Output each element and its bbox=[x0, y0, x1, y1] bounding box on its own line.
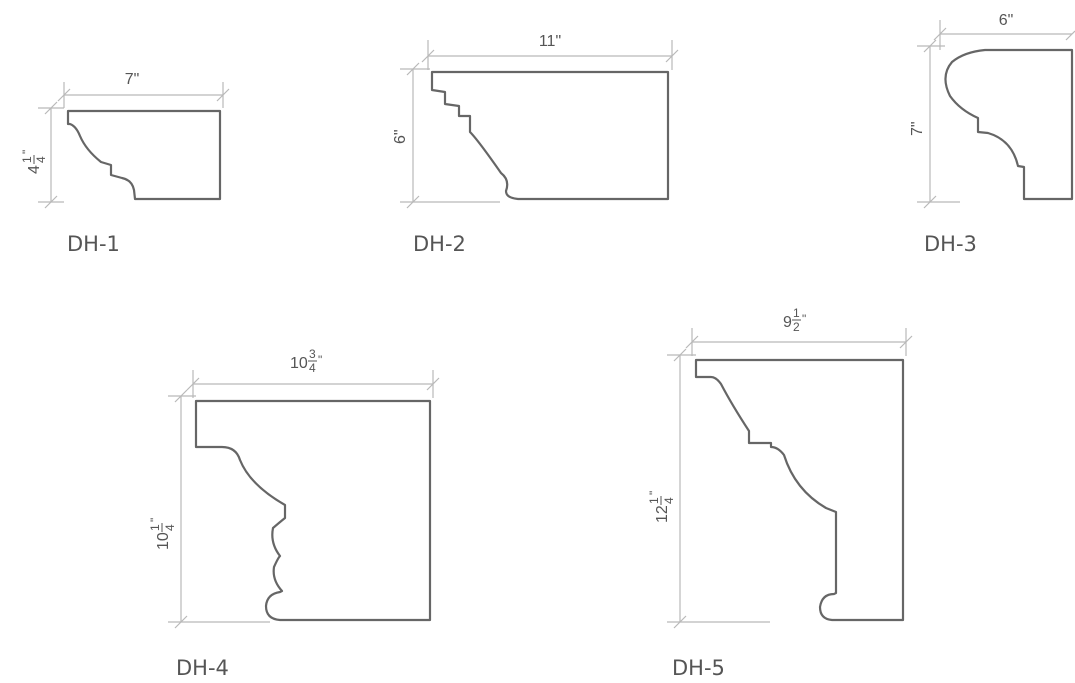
svg-text:1: 1 bbox=[793, 306, 800, 320]
profile-dh-4: 10 3 4 " 10 1 4 " DH-4 bbox=[148, 347, 440, 680]
svg-text:6": 6" bbox=[392, 129, 409, 144]
dh-1-height-label: 4 1 4 " bbox=[20, 150, 48, 174]
svg-text:": " bbox=[802, 312, 806, 326]
profile-dh-5: 9 1 2 " 12 1 4 " DH-5 bbox=[647, 306, 913, 680]
svg-text:": " bbox=[647, 491, 661, 495]
dh-1-label: DH-1 bbox=[67, 232, 120, 256]
svg-text:7": 7" bbox=[909, 121, 926, 136]
svg-text:12: 12 bbox=[654, 505, 671, 523]
dh-5-width-label: 9 1 2 " bbox=[783, 306, 806, 334]
svg-text:1: 1 bbox=[647, 497, 661, 504]
svg-text:10: 10 bbox=[155, 532, 172, 550]
dh-2-width-label: 11" bbox=[539, 33, 561, 50]
svg-text:1: 1 bbox=[20, 156, 34, 163]
svg-text:": " bbox=[148, 518, 162, 522]
dh-5-outline bbox=[694, 358, 905, 622]
dh-4-width-label: 10 3 4 " bbox=[290, 347, 322, 375]
dh-1-width-label: 7" bbox=[125, 71, 140, 88]
svg-text:": " bbox=[318, 353, 322, 367]
dh-5-height-label: 12 1 4 " bbox=[647, 491, 676, 523]
dh-5-label: DH-5 bbox=[672, 656, 725, 680]
dh-4-height-label: 10 1 4 " bbox=[148, 518, 177, 550]
profile-dh-3: 6" 7" DH-3 bbox=[909, 12, 1075, 256]
dh-1-outline bbox=[66, 109, 222, 201]
svg-text:4: 4 bbox=[309, 361, 316, 375]
svg-text:4: 4 bbox=[163, 524, 177, 531]
svg-text:3: 3 bbox=[309, 347, 316, 361]
dh-3-height-label: 7" bbox=[909, 121, 926, 136]
svg-text:10: 10 bbox=[290, 355, 308, 372]
dh-4-label: DH-4 bbox=[176, 656, 229, 680]
dh-3-outline bbox=[944, 48, 1074, 201]
svg-text:1: 1 bbox=[148, 524, 162, 531]
dh-4-outline bbox=[194, 399, 432, 622]
profile-dh-2: 11" 6" DH-2 bbox=[392, 33, 679, 256]
dh-2-label: DH-2 bbox=[413, 232, 466, 256]
svg-text:4: 4 bbox=[34, 156, 48, 163]
svg-text:4: 4 bbox=[26, 165, 43, 174]
svg-text:4: 4 bbox=[662, 497, 676, 504]
dh-2-outline bbox=[430, 70, 670, 201]
svg-text:9: 9 bbox=[783, 314, 792, 331]
dh-3-width-label: 6" bbox=[999, 12, 1014, 29]
profile-dh-1: 7" 4 1 4 " DH-1 bbox=[20, 71, 230, 256]
dh-3-label: DH-3 bbox=[924, 232, 977, 256]
svg-text:2: 2 bbox=[793, 320, 800, 334]
dh-2-height-label: 6" bbox=[392, 129, 409, 144]
svg-text:": " bbox=[20, 150, 34, 154]
